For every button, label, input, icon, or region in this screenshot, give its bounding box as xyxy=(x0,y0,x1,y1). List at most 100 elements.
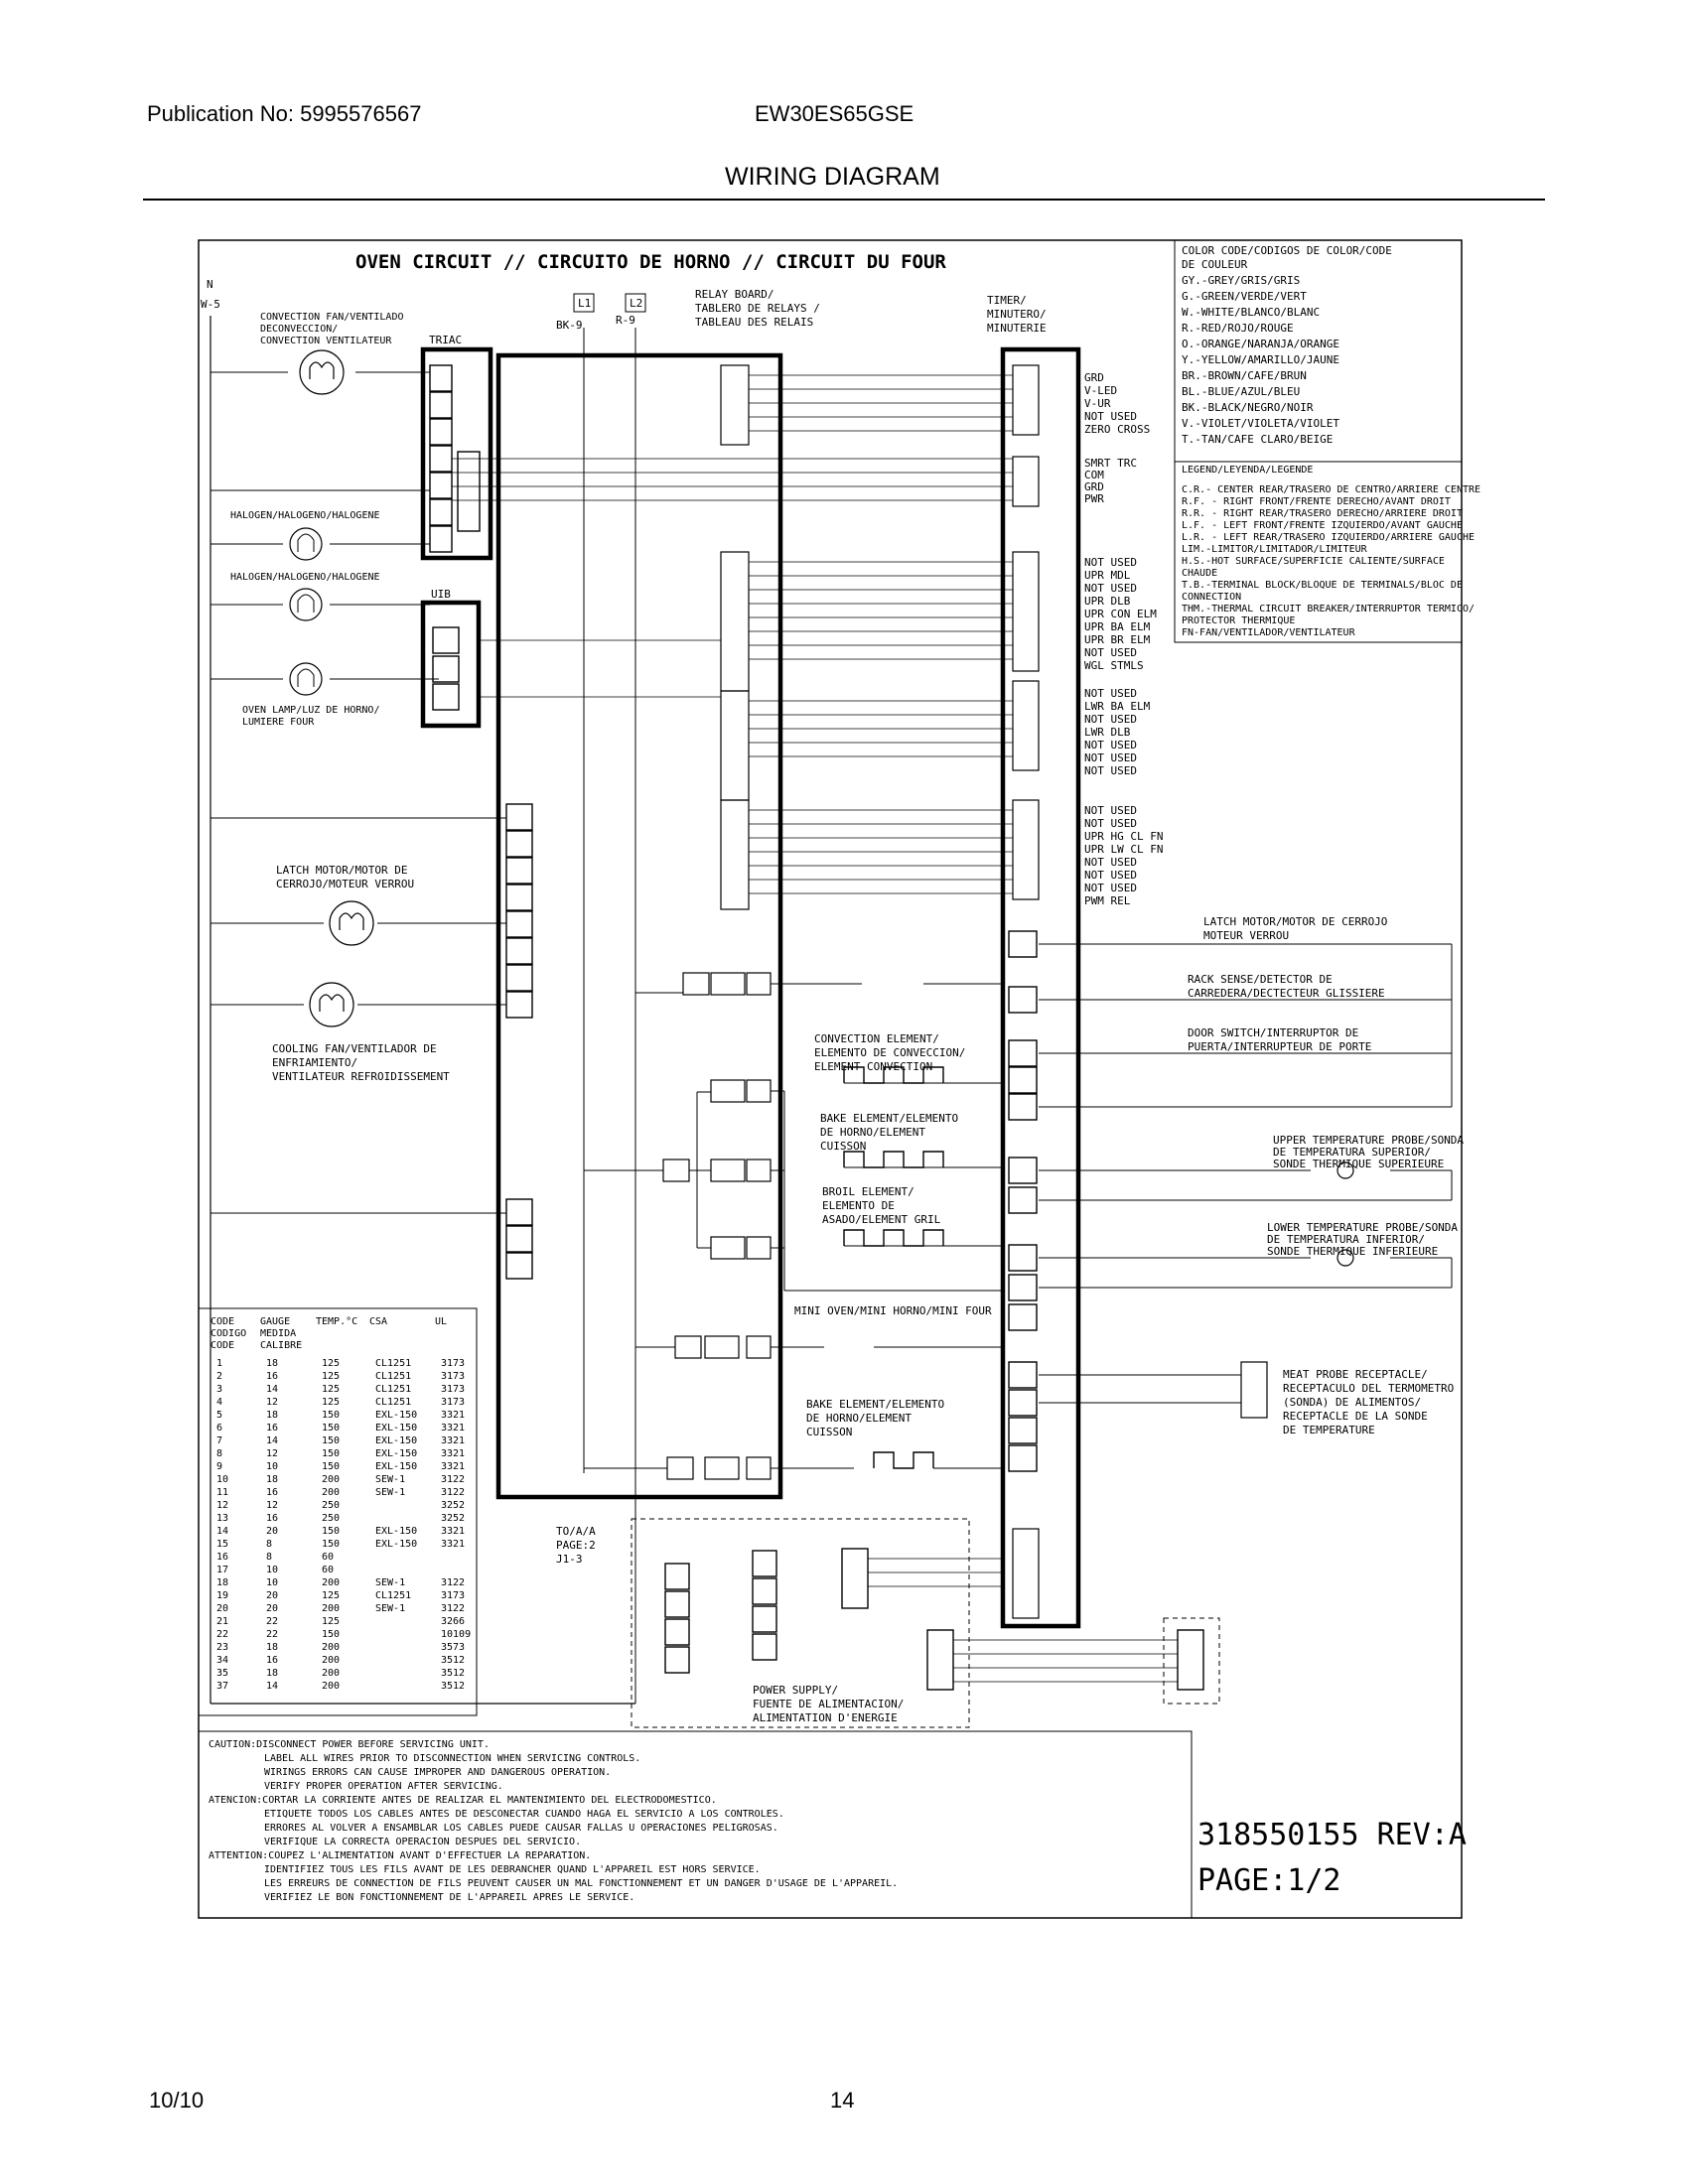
conv-fan-label-2: DECONVECCION/ xyxy=(260,324,338,335)
wire-table-cell-9-2: 200 xyxy=(322,1474,340,1485)
wire-table-cell-8-0: 9 xyxy=(216,1461,222,1472)
conv-element-label-3: ELEMENT CONVECTION xyxy=(814,1060,932,1073)
wire-table-cell-5-2: 150 xyxy=(322,1423,340,1433)
meat-probe-label-5: DE TEMPERATURE xyxy=(1283,1424,1375,1436)
uib-box xyxy=(420,600,482,729)
lower-probe-label-1: LOWER TEMPERATURE PROBE/SONDA xyxy=(1267,1221,1458,1234)
timer-box xyxy=(1000,346,1081,1629)
wire-table-header-1-0: CODIGO xyxy=(211,1328,246,1339)
p2-label-1: COM xyxy=(1084,469,1104,481)
conv-fan-label-3: CONVECTION VENTILATEUR xyxy=(260,336,392,346)
legend-item-2: R.R. - RIGHT REAR/TRASERO DERECHO/ARRIER… xyxy=(1182,508,1463,519)
color-code-4: O.-ORANGE/NARANJA/ORANGE xyxy=(1182,338,1339,350)
color-code-0: GY.-GREY/GRIS/GRIS xyxy=(1182,274,1300,287)
caution-line-10: LES ERREURS DE CONNECTION DE FILS PEUVEN… xyxy=(264,1878,898,1889)
p9-label-3: UPR DLB xyxy=(1084,595,1131,608)
wire-table-cell-19-2: 200 xyxy=(322,1603,340,1614)
wire-table-cell-19-3: SEW-1 xyxy=(375,1603,405,1614)
timer-label-2: MINUTERO/ xyxy=(987,308,1047,321)
cooling-fan-label-1: COOLING FAN/VENTILADOR DE xyxy=(272,1042,437,1055)
broil-element-label-2: ELEMENTO DE xyxy=(822,1199,895,1212)
color-code-title-2: DE COULEUR xyxy=(1182,258,1248,271)
wire-table-cell-7-1: 12 xyxy=(266,1448,278,1459)
l1-label: L1 xyxy=(578,297,591,310)
wire-table-cell-0-1: 18 xyxy=(266,1358,278,1369)
mini-bake-label-3: CUISSON xyxy=(806,1426,852,1438)
wire-table-cell-14-2: 150 xyxy=(322,1539,340,1550)
wire-table-cell-17-0: 18 xyxy=(216,1577,228,1588)
wire-table-cell-16-1: 10 xyxy=(266,1565,278,1575)
color-code-10: T.-TAN/CAFE CLARO/BEIGE xyxy=(1182,433,1333,446)
mini-bake-label-1: BAKE ELEMENT/ELEMENTO xyxy=(806,1398,944,1411)
wire-table-cell-4-4: 3321 xyxy=(441,1410,465,1421)
relay-board-box xyxy=(495,352,783,1500)
conv-element-label-1: CONVECTION ELEMENT/ xyxy=(814,1032,939,1045)
p2-label-3: PWR xyxy=(1084,492,1104,505)
wire-table-cell-6-1: 14 xyxy=(266,1435,278,1446)
wire-table-cell-17-2: 200 xyxy=(322,1577,340,1588)
legend-item-7: CHAUDE xyxy=(1182,568,1217,579)
latch-motor-right-2: MOTEUR VERROU xyxy=(1203,929,1289,942)
wire-table-cell-23-2: 200 xyxy=(322,1655,340,1666)
part-number: 318550155 REV:A xyxy=(1197,1818,1467,1852)
meat-probe-receptacle xyxy=(1240,1361,1268,1419)
wire-table-cell-3-3: CL1251 xyxy=(375,1397,411,1408)
latch-motor xyxy=(329,900,374,946)
upper-probe-label-1: UPPER TEMPERATURE PROBE/SONDA xyxy=(1273,1134,1464,1147)
p16-label-2: V-UR xyxy=(1084,397,1111,410)
wire-table-cell-11-2: 250 xyxy=(322,1500,340,1511)
wire-table-cell-8-4: 3321 xyxy=(441,1461,465,1472)
legend-item-8: T.B.-TERMINAL BLOCK/BLOQUE DE TERMINALS/… xyxy=(1182,580,1463,591)
legend-title: LEGEND/LEYENDA/LEGENDE xyxy=(1182,465,1313,476)
p13-label-6: NOT USED xyxy=(1084,882,1137,894)
caution-line-7: VERIFIQUE LA CORRECTA OPERACION DESPUES … xyxy=(264,1837,581,1847)
p13-label-1: NOT USED xyxy=(1084,817,1137,830)
upper-probe-label-2: DE TEMPERATURA SUPERIOR/ xyxy=(1273,1146,1431,1159)
caution-line-0: CAUTION:DISCONNECT POWER BEFORE SERVICIN… xyxy=(209,1739,490,1750)
lower-probe-label-2: DE TEMPERATURA INFERIOR/ xyxy=(1267,1233,1425,1246)
wire-table-cell-25-4: 3512 xyxy=(441,1681,465,1692)
wire-table-cell-20-2: 125 xyxy=(322,1616,340,1627)
p2-label-0: SMRT TRC xyxy=(1084,457,1137,470)
wire-table-cell-24-2: 200 xyxy=(322,1668,340,1679)
footer-page-number: 14 xyxy=(830,2088,855,2113)
relay-board-label-1: RELAY BOARD/ xyxy=(695,288,774,301)
wire-table-cell-23-4: 3512 xyxy=(441,1655,465,1666)
wire-table-cell-19-4: 3122 xyxy=(441,1603,465,1614)
broil-element-label-3: ASADO/ELEMENT GRIL xyxy=(822,1213,941,1226)
halogen-lamp-2 xyxy=(289,588,323,621)
p9-label-1: UPR MDL xyxy=(1084,569,1131,582)
wire-table-cell-7-0: 8 xyxy=(216,1448,222,1459)
wire-table-cell-17-3: SEW-1 xyxy=(375,1577,405,1588)
wire-table-cell-8-2: 150 xyxy=(322,1461,340,1472)
p11-label-2: NOT USED xyxy=(1084,713,1137,726)
conv-fan-label-1: CONVECTION FAN/VENTILADO xyxy=(260,312,404,323)
p16-label-0: GRD xyxy=(1084,371,1104,384)
diagram-page-label: PAGE:1/2 xyxy=(1197,1863,1341,1898)
wire-table-header-0-1: GAUGE xyxy=(260,1316,290,1327)
wire-table-header-1-1: MEDIDA xyxy=(260,1328,296,1339)
caution-line-3: VERIFY PROPER OPERATION AFTER SERVICING. xyxy=(264,1781,503,1792)
wire-table-cell-20-4: 3266 xyxy=(441,1616,465,1627)
l1-wire: BK-9 xyxy=(556,319,583,332)
color-code-8: BK.-BLACK/NEGRO/NOIR xyxy=(1182,401,1314,414)
wire-table-cell-5-1: 16 xyxy=(266,1423,278,1433)
triac-label: TRIAC xyxy=(429,334,462,346)
color-code-1: G.-GREEN/VERDE/VERT xyxy=(1182,290,1307,303)
wire-table-cell-13-3: EXL-150 xyxy=(375,1526,417,1537)
p13-label-2: UPR HG CL FN xyxy=(1084,830,1163,843)
wire-table-cell-2-0: 3 xyxy=(216,1384,222,1395)
p11-label-0: NOT USED xyxy=(1084,687,1137,700)
legend-item-5: LIM.-LIMITOR/LIMITADOR/LIMITEUR xyxy=(1182,544,1368,555)
wire-table-cell-6-2: 150 xyxy=(322,1435,340,1446)
wire-table-cell-16-0: 17 xyxy=(216,1565,228,1575)
neutral-label: N xyxy=(207,278,213,291)
wire-table-cell-0-4: 3173 xyxy=(441,1358,465,1369)
p11-label-3: LWR DLB xyxy=(1084,726,1131,739)
wire-table-cell-3-1: 12 xyxy=(266,1397,278,1408)
wire-table-cell-8-1: 10 xyxy=(266,1461,278,1472)
wire-table-cell-25-2: 200 xyxy=(322,1681,340,1692)
